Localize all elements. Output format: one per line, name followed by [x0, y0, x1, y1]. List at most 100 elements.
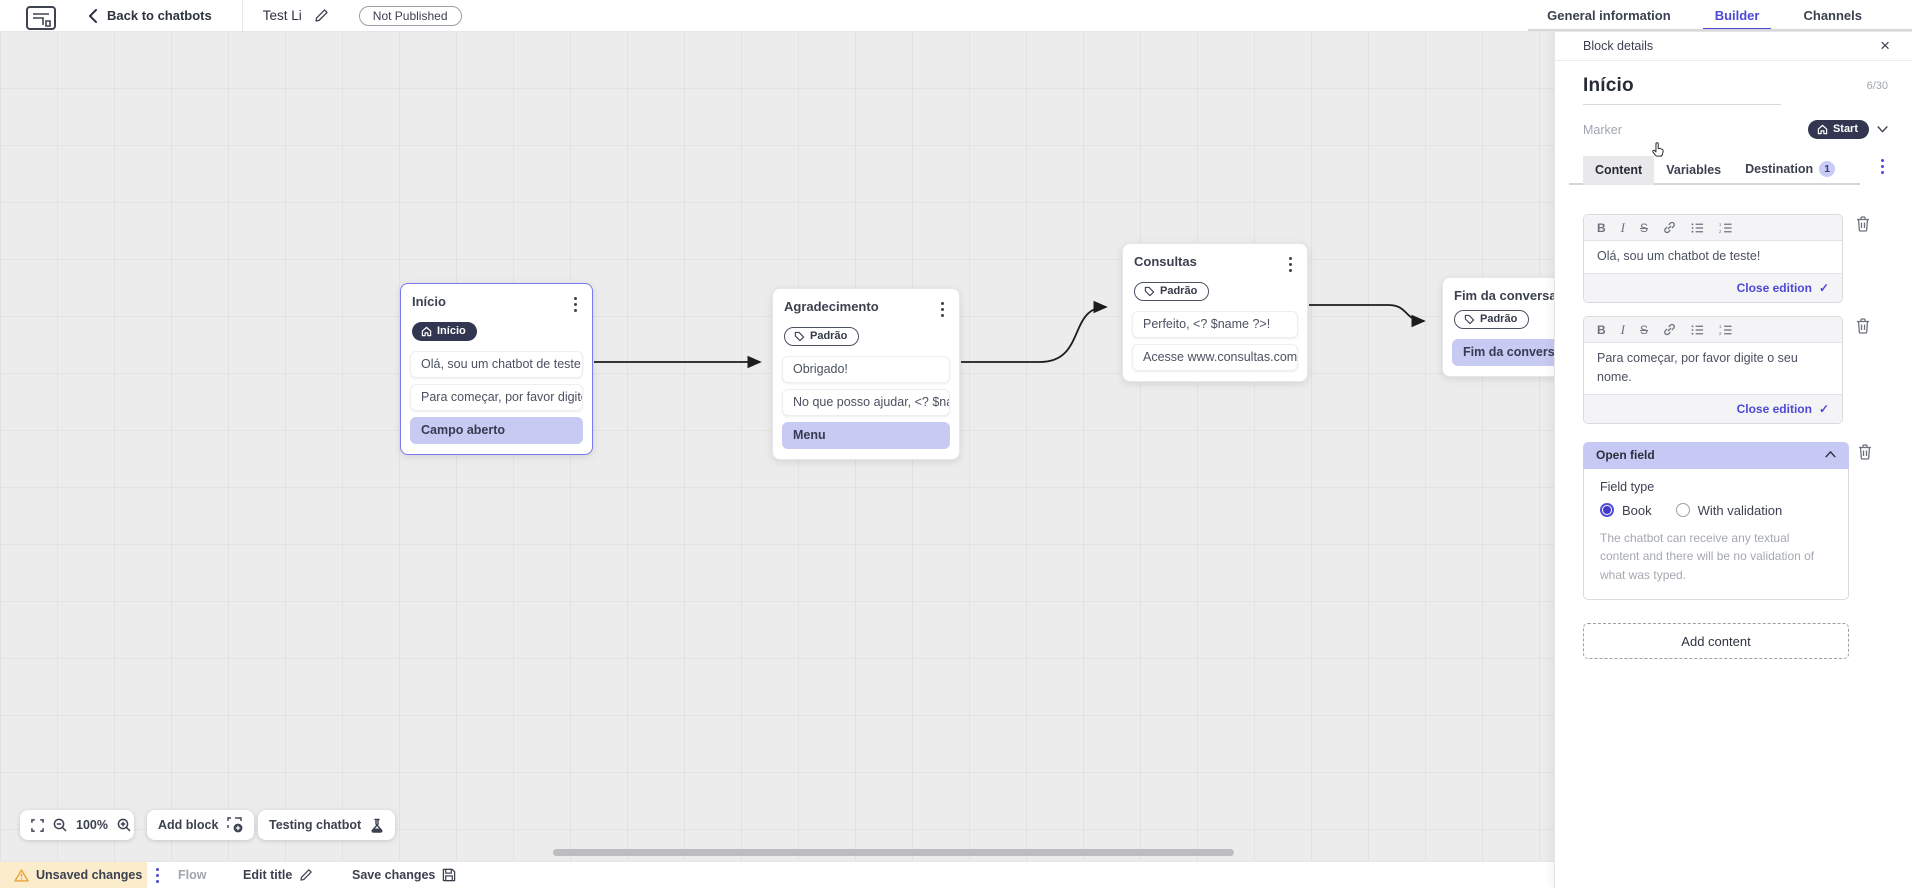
- top-bar: Back to chatbots Test Li Not Published G…: [0, 0, 1912, 32]
- node-fim-da-conversa[interactable]: Fim da conversa Padrão Fim da conversa: [1442, 277, 1554, 377]
- unsaved-changes-status: Unsaved changes: [0, 862, 147, 888]
- topbar-divider: [241, 0, 243, 31]
- trash-icon[interactable]: [1856, 216, 1870, 237]
- start-marker-badge: Início: [412, 322, 477, 341]
- close-icon[interactable]: ×: [1880, 36, 1890, 55]
- node-agradecimento[interactable]: Agradecimento Padrão Obrigado! No que po…: [772, 288, 960, 460]
- node-menu-icon[interactable]: [937, 299, 948, 320]
- default-marker-badge: Padrão: [1454, 310, 1530, 329]
- node-consultas[interactable]: Consultas Padrão Perfeito, <? $name ?>! …: [1122, 243, 1308, 382]
- open-field-header[interactable]: Open field: [1583, 441, 1849, 469]
- flow-canvas[interactable]: Início Início Olá, sou um chatbot de tes…: [0, 31, 1554, 861]
- strikethrough-icon[interactable]: S: [1640, 322, 1649, 337]
- flask-icon: [370, 818, 384, 833]
- node-action-item[interactable]: Campo aberto: [410, 416, 583, 444]
- tag-icon: [1464, 314, 1475, 324]
- node-menu-icon[interactable]: [570, 294, 581, 315]
- flow-label[interactable]: Flow: [178, 868, 207, 882]
- link-icon[interactable]: [1663, 221, 1676, 234]
- node-inicio[interactable]: Início Início Olá, sou um chatbot de tes…: [400, 283, 593, 455]
- panel-header-title: Block details: [1583, 38, 1654, 53]
- destination-count-badge: 1: [1819, 161, 1836, 177]
- close-edition-button[interactable]: Close edition ✓: [1584, 393, 1842, 423]
- marker-start-button[interactable]: Start: [1807, 120, 1869, 139]
- zoom-controls: 100%: [20, 810, 134, 840]
- node-content-item[interactable]: Acesse www.consultas.com par...: [1132, 343, 1298, 371]
- edit-title-button[interactable]: Edit title: [243, 862, 313, 888]
- tab-content[interactable]: Content: [1583, 156, 1655, 185]
- node-content-item[interactable]: Obrigado!: [782, 355, 950, 383]
- editor-text[interactable]: Para começar, por favor digite o seu nom…: [1597, 351, 1798, 384]
- tag-icon: [794, 331, 805, 341]
- default-marker-badge: Padrão: [1134, 282, 1210, 301]
- node-action-item[interactable]: Fim da conversa: [1452, 338, 1554, 366]
- default-marker-badge: Padrão: [784, 327, 860, 346]
- node-content-item[interactable]: Olá, sou um chatbot de teste!: [410, 350, 583, 378]
- node-content-item[interactable]: No que posso ajudar, <? $name ...: [782, 388, 950, 416]
- not-published-badge: Not Published: [358, 5, 462, 26]
- editor-text[interactable]: Olá, sou um chatbot de teste!: [1597, 249, 1761, 263]
- edit-title-pencil-icon[interactable]: [314, 8, 329, 23]
- italic-icon[interactable]: I: [1620, 219, 1626, 235]
- save-changes-button[interactable]: Save changes: [352, 862, 456, 888]
- node-title: Fim da conversa: [1454, 288, 1554, 303]
- add-block-button[interactable]: Add block: [147, 810, 255, 840]
- svg-text:1: 1: [1719, 222, 1722, 227]
- strikethrough-icon[interactable]: S: [1640, 220, 1649, 235]
- radio-selected-icon: [1600, 503, 1614, 517]
- add-content-button[interactable]: Add content: [1583, 623, 1849, 660]
- close-edition-button[interactable]: Close edition ✓: [1584, 273, 1842, 302]
- block-name-input[interactable]: Início: [1583, 75, 1634, 96]
- zoom-in-icon[interactable]: [117, 818, 131, 832]
- statusbar-menu-icon[interactable]: [152, 862, 163, 888]
- panel-tabs-menu-icon[interactable]: [1877, 156, 1888, 177]
- testing-chatbot-button[interactable]: Testing chatbot: [258, 810, 396, 840]
- tab-variables[interactable]: Variables: [1666, 163, 1722, 177]
- bold-icon[interactable]: B: [1597, 322, 1606, 337]
- node-content-item[interactable]: Para começar, por favor digite o ...: [410, 383, 583, 411]
- bullet-list-icon[interactable]: [1691, 324, 1704, 336]
- home-icon: [421, 326, 432, 336]
- back-to-chatbots-link[interactable]: Back to chatbots: [107, 8, 212, 23]
- node-title: Consultas: [1134, 254, 1197, 269]
- pencil-icon: [299, 868, 313, 882]
- trash-icon[interactable]: [1858, 443, 1872, 465]
- tab-destination[interactable]: Destination 1: [1733, 154, 1847, 185]
- block-name-underline: [1583, 104, 1781, 105]
- tab-builder[interactable]: Builder: [1702, 0, 1772, 31]
- node-action-item[interactable]: Menu: [782, 421, 950, 449]
- svg-text:2: 2: [1719, 229, 1722, 234]
- field-type-help-text: The chatbot can receive any textual cont…: [1600, 530, 1815, 582]
- home-icon: [1817, 124, 1828, 134]
- panel-tabs: Content Variables Destination 1: [1569, 154, 1888, 185]
- chatbot-title: Test Li: [262, 8, 302, 23]
- zoom-out-icon[interactable]: [53, 818, 67, 832]
- warning-icon: [14, 868, 29, 882]
- node-menu-icon[interactable]: [1285, 254, 1296, 275]
- check-icon: ✓: [1818, 401, 1829, 416]
- italic-icon[interactable]: I: [1620, 321, 1626, 337]
- bullet-list-icon[interactable]: [1691, 222, 1704, 234]
- horizontal-scrollbar[interactable]: [553, 849, 1234, 856]
- radio-book[interactable]: Book: [1600, 503, 1652, 518]
- zoom-level: 100%: [76, 818, 108, 832]
- back-chevron-icon[interactable]: [88, 8, 97, 23]
- marker-label: Marker: [1583, 122, 1622, 137]
- tabs-underline: [1528, 29, 1912, 31]
- chevron-down-icon[interactable]: [1877, 126, 1888, 133]
- node-title: Início: [412, 294, 446, 309]
- tab-general-information[interactable]: General information: [1547, 8, 1671, 23]
- fullscreen-icon[interactable]: [31, 818, 44, 832]
- link-icon[interactable]: [1663, 323, 1676, 336]
- bold-icon[interactable]: B: [1597, 220, 1606, 235]
- node-content-item[interactable]: Perfeito, <? $name ?>!: [1132, 310, 1298, 338]
- radio-with-validation[interactable]: With validation: [1675, 503, 1782, 518]
- trash-icon[interactable]: [1856, 318, 1870, 339]
- tab-channels[interactable]: Channels: [1803, 8, 1862, 23]
